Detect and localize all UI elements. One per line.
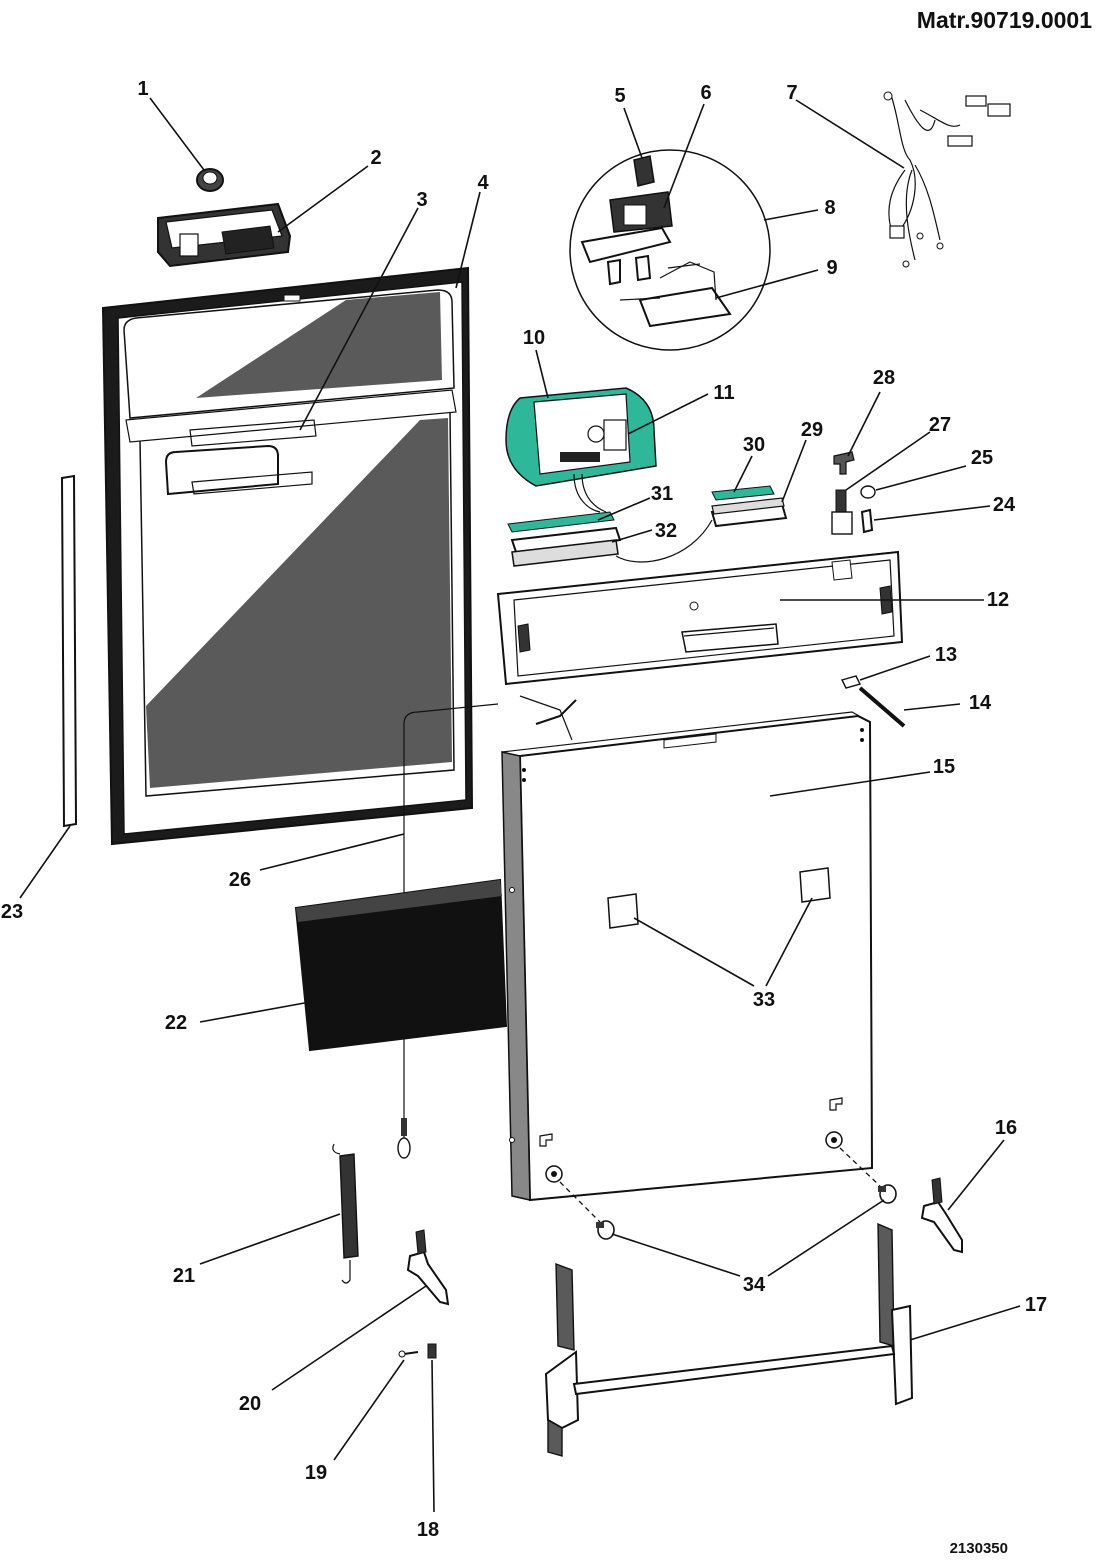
callout-15: 15: [933, 756, 955, 778]
part-23-side-seal: [60, 474, 78, 828]
callout-34: 34: [743, 1274, 766, 1296]
callout-26: 26: [229, 869, 251, 891]
callout-20: 20: [239, 1393, 261, 1415]
callout-10: 10: [523, 327, 545, 349]
part-26-cable: [397, 695, 577, 1159]
callout-2: 2: [370, 147, 381, 169]
callout-12: 12: [987, 589, 1009, 611]
callout-28: 28: [873, 367, 895, 389]
part-27-door-switch: [831, 489, 853, 535]
part-16-hinge-lever-right: [920, 1177, 963, 1254]
callout-16: 16: [995, 1117, 1017, 1139]
part-2-dispenser: [157, 202, 292, 268]
part-5-lock-switch: [633, 155, 655, 187]
callout-24: 24: [993, 494, 1016, 516]
part-32-button-strip-left: [507, 511, 622, 567]
part-10-electronic-board: [505, 387, 657, 487]
callout-21: 21: [173, 1265, 195, 1287]
part-29-button-strip-right: [710, 485, 788, 528]
part-24-screw: [860, 508, 874, 534]
callout-23: 23: [1, 901, 23, 923]
part-28-switch-cap: [833, 451, 855, 475]
callout-3: 3: [416, 189, 427, 211]
part-25-grommet: [860, 485, 876, 499]
callout-13: 13: [935, 644, 957, 666]
part-7-wiring-harness: [883, 91, 1011, 268]
part-19-screw: [398, 1350, 419, 1358]
part-34-bush-right: [878, 1184, 897, 1204]
drawing-code: 2130350: [950, 1540, 1008, 1557]
callout-27: 27: [929, 414, 951, 436]
callout-4: 4: [477, 172, 489, 194]
part-31-ribbon-cable: [573, 473, 713, 563]
part-34-bush-left: [596, 1220, 615, 1240]
callout-25: 25: [971, 447, 993, 469]
callout-1: 1: [137, 78, 148, 100]
part-21-spring: [332, 1143, 359, 1284]
callout-19: 19: [305, 1462, 327, 1484]
callout-5: 5: [614, 85, 625, 107]
callout-7: 7: [786, 82, 797, 104]
part-20-hinge-lever: [406, 1229, 450, 1306]
callout-11: 11: [713, 382, 734, 404]
callout-32: 32: [655, 520, 677, 542]
part-15-outer-door-panel: [501, 711, 881, 1223]
callout-6: 6: [700, 82, 711, 104]
callout-8: 8: [824, 197, 835, 219]
part-4-inner-door: [101, 266, 474, 846]
callout-labels: 1 2 3 4 5 6 7 8 9 10 11 12 13 14 15 16 1…: [1, 78, 1047, 1541]
part-13-clip: [840, 675, 862, 689]
callout-30: 30: [743, 434, 765, 456]
part-18-small-spring: [427, 1343, 437, 1359]
part-17-hinge-frame: [544, 1222, 914, 1457]
part-14-rod: [858, 686, 906, 728]
part-8-door-lock-inset: [569, 149, 771, 351]
callout-22: 22: [165, 1012, 187, 1034]
part-22-insulation-panel: [294, 878, 508, 1052]
callout-31: 31: [651, 483, 673, 505]
callout-14: 14: [969, 692, 992, 714]
leader-lines: [19, 97, 1021, 1513]
callout-17: 17: [1025, 1294, 1047, 1316]
callout-18: 18: [417, 1519, 439, 1541]
callout-9: 9: [826, 257, 837, 279]
callout-29: 29: [801, 419, 823, 441]
part-12-control-panel: [496, 550, 904, 686]
material-number: Matr.90719.0001: [917, 7, 1092, 33]
callout-33: 33: [753, 989, 775, 1011]
part-1-dispenser-knob: [196, 168, 224, 192]
